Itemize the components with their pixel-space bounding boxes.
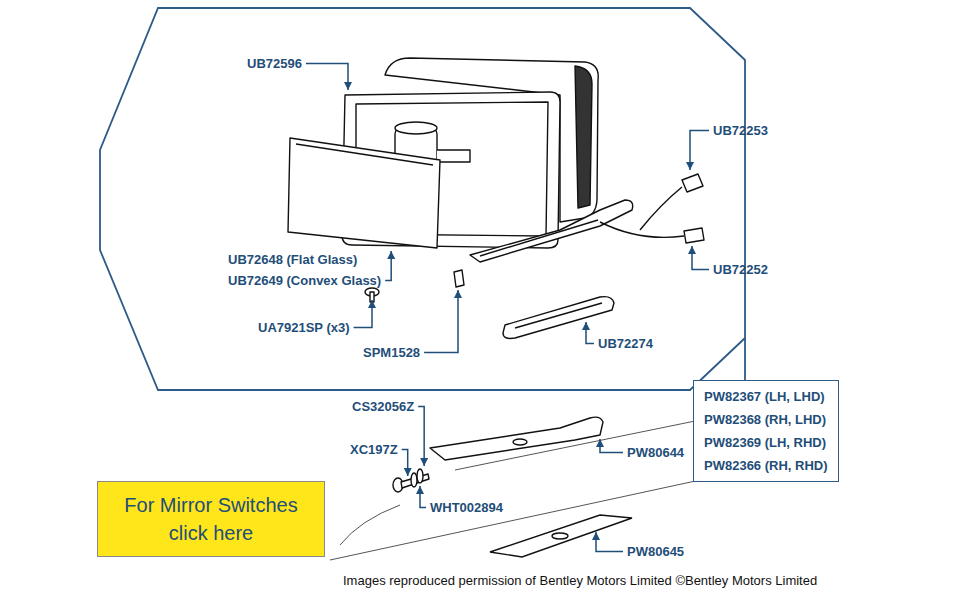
- illustration-part: [100, 8, 745, 390]
- connector-body: [682, 174, 703, 192]
- part-number: UA7921SP (x3): [258, 320, 350, 335]
- leader-arrow: [420, 486, 426, 508]
- arm-stripe: [480, 220, 598, 256]
- link-text: For Mirror Switches click here: [108, 491, 314, 547]
- leader-arrow: [596, 532, 623, 552]
- part-number: UB72648 (Flat Glass): [228, 252, 357, 267]
- leader-arrow: [402, 450, 408, 477]
- door-panel-line: [330, 480, 700, 560]
- bracket-hole: [513, 439, 527, 445]
- door-panel-line: [340, 505, 400, 545]
- leader-arrow: [385, 251, 391, 281]
- door-panel-line: [455, 420, 700, 470]
- motor-arm: [437, 150, 470, 162]
- plate-hole: [552, 533, 568, 539]
- leader-arrow: [354, 300, 372, 328]
- leader-arrow: [306, 64, 348, 91]
- text-stack: PW82367 (LH, LHD)PW82368 (RH, LHD)PW8236…: [704, 385, 828, 477]
- part-number: PW82366 (RH, RHD): [704, 454, 828, 477]
- part-number: PW80644: [627, 445, 684, 460]
- part-list-box: PW82367 (LH, LHD)PW82368 (RH, LHD)PW8236…: [693, 380, 839, 482]
- part-number: PW82367 (LH, LHD): [704, 385, 828, 408]
- wire: [640, 187, 682, 230]
- text-stack: For Mirror Switches click here: [108, 491, 314, 547]
- leader-arrow: [600, 439, 623, 453]
- leader-arrow: [424, 290, 458, 353]
- gasket-inner: [515, 303, 602, 328]
- glass: [288, 138, 440, 248]
- illustration-part: [330, 420, 700, 560]
- leader-arrow: [418, 407, 424, 467]
- cable: [600, 222, 684, 237]
- housing-shell-shade: [575, 66, 592, 208]
- glass-edge: [296, 144, 433, 165]
- part-number: UB72596: [247, 56, 302, 71]
- bracket: [430, 417, 603, 460]
- plate: [490, 515, 632, 557]
- connector-body: [684, 228, 704, 243]
- part-number: SPM1528: [363, 345, 420, 360]
- bolt-shaft: [401, 474, 429, 488]
- group-link-line: [744, 338, 746, 381]
- part-number: WHT002894: [430, 500, 503, 515]
- part-number: PW82368 (RH, LHD): [704, 408, 828, 431]
- part-number: UB72252: [713, 262, 768, 277]
- motor-end: [395, 122, 437, 134]
- part-number: PW80645: [627, 544, 684, 559]
- link-button: For Mirror Switches click here: [97, 481, 325, 557]
- leader-arrow: [586, 322, 594, 344]
- group-outline: [100, 8, 745, 390]
- part-number: PW82369 (LH, RHD): [704, 431, 828, 454]
- illustration-part: [490, 515, 632, 557]
- part-number: UB72253: [713, 123, 768, 138]
- leader-arrow: [690, 131, 709, 171]
- washer: [417, 469, 423, 483]
- part-number: CS32056Z: [352, 399, 414, 414]
- leader-arrow: [692, 246, 709, 270]
- mirror-arm: [470, 200, 633, 262]
- part-number: XC197Z: [350, 442, 398, 457]
- pin: [454, 270, 464, 287]
- washer: [411, 473, 417, 487]
- part-number: UB72274: [598, 336, 653, 351]
- gasket: [503, 297, 614, 339]
- copyright-caption: Images reproduced permission of Bentley …: [343, 573, 817, 588]
- part-number: UB72649 (Convex Glass): [228, 273, 381, 288]
